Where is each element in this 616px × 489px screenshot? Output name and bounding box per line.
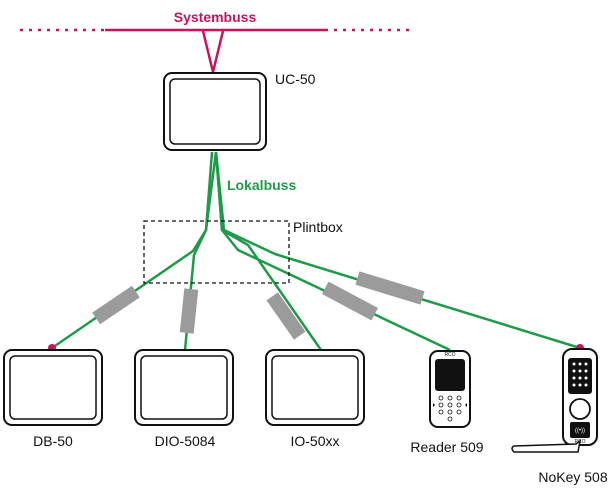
cable-blocks	[92, 271, 425, 340]
plintbox	[143, 220, 290, 284]
lokalbuss-lines	[51, 151, 581, 352]
db-label: DB-50	[33, 433, 73, 449]
device-db50[interactable]	[3, 349, 103, 426]
device-io50xx[interactable]	[265, 349, 365, 426]
systembuss-line	[20, 28, 410, 73]
nokey-label: NoKey 508	[538, 469, 607, 485]
plintbox-label: Plintbox	[293, 219, 343, 235]
lokalbuss-label: Lokalbuss	[227, 177, 296, 193]
device-nokey508[interactable]: ((•)) RCO	[511, 348, 598, 453]
reader-label: Reader 509	[410, 439, 483, 455]
controller-label: UC-50	[275, 71, 316, 87]
io-label: IO-50xx	[290, 433, 339, 449]
svg-text:((•)): ((•))	[575, 428, 585, 434]
device-dio5084[interactable]	[134, 349, 234, 426]
reader-brand: RCO	[444, 352, 455, 358]
systembuss-label: Systembuss	[174, 9, 257, 25]
controller-uc50[interactable]	[163, 72, 267, 151]
nokey-brand: RCO	[574, 439, 585, 445]
device-reader509[interactable]: RCO	[429, 350, 471, 428]
dio-label: DIO-5084	[155, 433, 216, 449]
